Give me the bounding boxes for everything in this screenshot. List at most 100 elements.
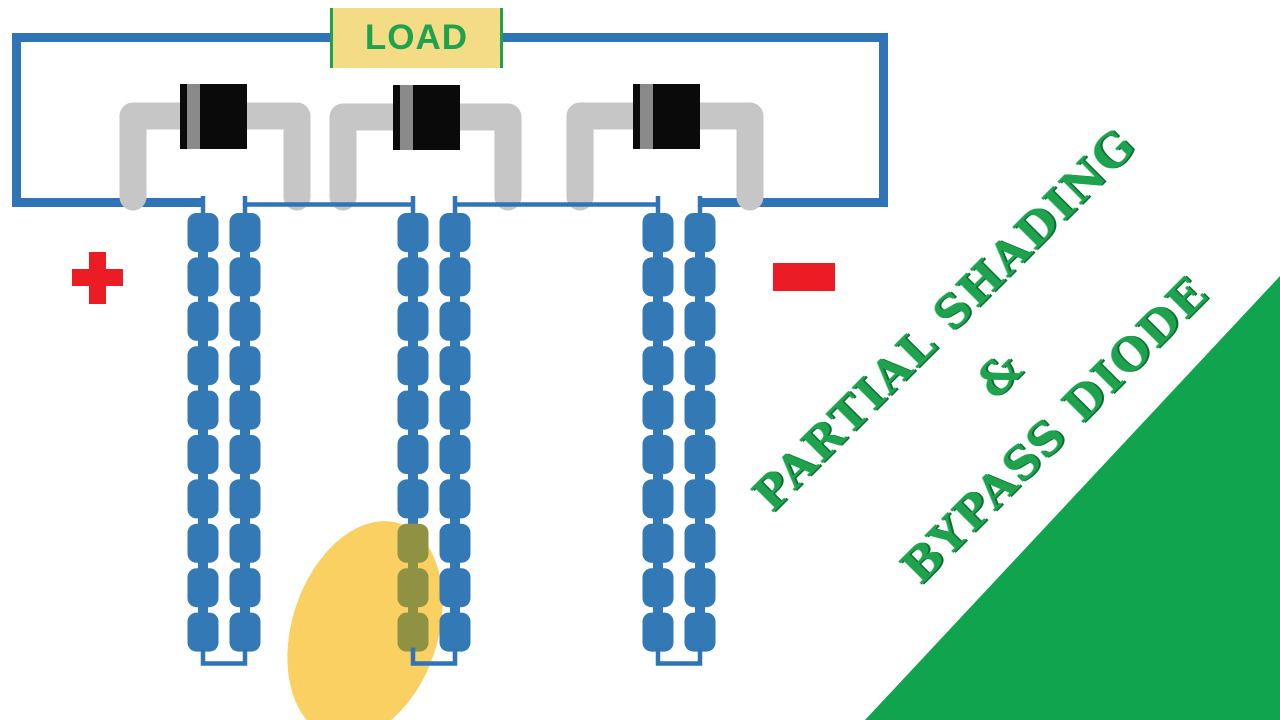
solar-cell [229, 612, 261, 652]
diode1-cathode-stripe [187, 84, 200, 149]
cell-connector-tab [450, 516, 460, 526]
solar-cell [642, 346, 674, 386]
cell-connector-tab [450, 428, 460, 437]
cell-connector-tab [695, 339, 705, 348]
solar-cell [439, 523, 471, 563]
diode1-left-lead [119, 102, 210, 211]
bypass-diode-3 [633, 84, 700, 149]
cell-connector-tab [240, 339, 250, 348]
cell-connector-tab [695, 383, 705, 393]
cell-connector-tab [408, 428, 418, 437]
string-bus-wires [200, 196, 703, 216]
cell-connector-tab [695, 428, 705, 437]
solar-cell [187, 612, 219, 652]
cell-connector-tab [450, 383, 460, 393]
cell-connector-tab [695, 472, 705, 481]
cell-connector-tab [408, 605, 418, 615]
cell-connector-tab [695, 294, 705, 304]
solar-cell [187, 390, 219, 430]
cell-connector-tab [198, 250, 208, 259]
cell-connector-tab [695, 516, 705, 526]
string-2-bottom-connector [410, 647, 458, 666]
string-bottom-connectors [200, 647, 703, 666]
solar-cell-strings [187, 213, 716, 652]
shading-spot-ellipse [287, 521, 443, 720]
cell-connector-tab [198, 383, 208, 393]
solar-cell [642, 568, 674, 608]
corner-banner-triangle [865, 276, 1280, 720]
diode3-left-lead [566, 102, 663, 211]
cell-connector-tab [408, 561, 418, 570]
solar-cell [229, 479, 261, 519]
solar-cell [439, 479, 471, 519]
cell-connector-tab [450, 561, 460, 570]
cell-connector-tab [408, 472, 418, 481]
cell-connector-tab [653, 383, 663, 393]
cell-connector-tab [450, 472, 460, 481]
solar-cell [187, 301, 219, 341]
cell-connector-tab [450, 250, 460, 259]
diode2-right-lead [431, 103, 522, 211]
solar-cell [439, 213, 471, 252]
solar-cell [684, 523, 716, 563]
string-3-bottom-connector [655, 647, 703, 666]
cell-connector-tab [450, 294, 460, 304]
cell-connector-tab [240, 383, 250, 393]
cell-connector-tab [450, 339, 460, 348]
cell-column-2 [229, 213, 261, 652]
solar-cell [642, 213, 674, 252]
cell-connector-tab [653, 561, 663, 570]
cell-column-1 [187, 213, 219, 652]
solar-cell [397, 479, 429, 519]
solar-cell [229, 523, 261, 563]
diode1-right-lead [218, 102, 311, 211]
load-label: LOAD [364, 18, 469, 57]
cell-connector-tab [240, 605, 250, 615]
cell-connector-tab [198, 428, 208, 437]
solar-cell [684, 479, 716, 519]
solar-cell [439, 257, 471, 297]
diode2-cathode-stripe [400, 85, 413, 150]
solar-cell [229, 257, 261, 297]
cell-connector-tab [198, 472, 208, 481]
solar-cell [187, 523, 219, 563]
bypass-diode-leads [119, 102, 764, 211]
diode3-cathode-stripe [640, 84, 653, 149]
solar-cell [642, 390, 674, 430]
diode2-left-lead [329, 103, 423, 211]
solar-cell [684, 257, 716, 297]
solar-cell [439, 346, 471, 386]
plus-vertical-bar [89, 252, 106, 304]
cell-connector-tab [198, 339, 208, 348]
cell-connector-tab [198, 516, 208, 526]
solar-cell [439, 612, 471, 652]
solar-cell [397, 346, 429, 386]
solar-cell [229, 390, 261, 430]
solar-cell [642, 523, 674, 563]
cell-column-6 [684, 213, 716, 652]
cell-connector-tab [653, 250, 663, 259]
solar-cell [187, 479, 219, 519]
solar-cell [187, 257, 219, 297]
cell-connector-tab [198, 294, 208, 304]
cell-connector-tab [240, 472, 250, 481]
cell-connector-tab [653, 472, 663, 481]
solar-cell [397, 435, 429, 474]
cell-connector-tab [653, 339, 663, 348]
cell-connector-tab [408, 339, 418, 348]
solar-cell [684, 568, 716, 608]
cell-connector-tab [653, 294, 663, 304]
solar-cell [187, 213, 219, 252]
bypass-diode-2 [393, 85, 460, 150]
solar-cell [684, 301, 716, 341]
solar-cell [684, 213, 716, 252]
load-box: LOAD [330, 8, 503, 68]
solar-cell [229, 346, 261, 386]
solar-cell [397, 213, 429, 252]
diode3-right-lead [671, 102, 764, 211]
cell-connector-tab [198, 605, 208, 615]
cell-connector-tab [653, 605, 663, 615]
solar-cell [439, 390, 471, 430]
cell-connector-tab [408, 383, 418, 393]
